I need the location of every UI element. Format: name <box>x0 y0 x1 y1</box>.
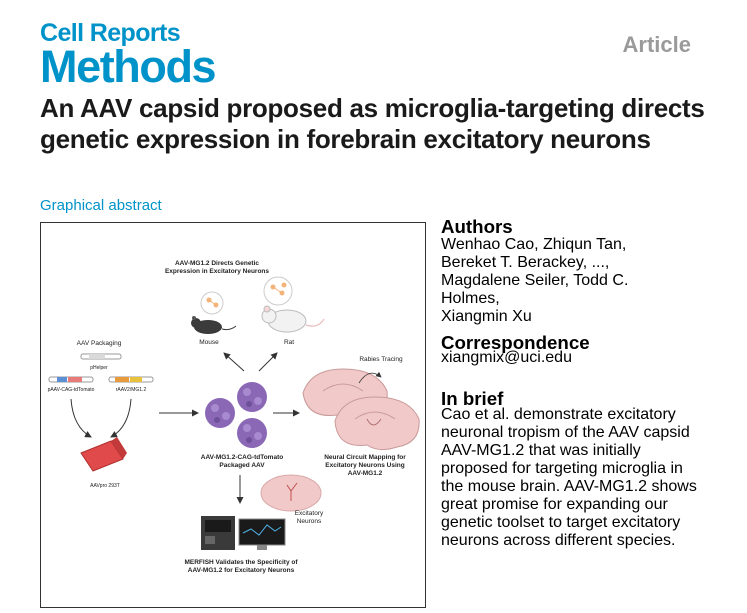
rabies-tracing-label: Rabies Tracing <box>359 356 403 363</box>
packaged-aav-label-line1: AAV-MG1.2-CAG-tdTomato <box>201 454 283 461</box>
paper-title: An AAV capsid proposed as microglia-targ… <box>40 93 705 154</box>
in-brief-text: Cao et al. demonstrate excitatory neuron… <box>441 406 697 549</box>
article-type-label: Article <box>622 32 691 57</box>
directs-caption-line2: Expression in Excitatory Neurons <box>165 268 269 275</box>
virus-icon <box>237 418 267 448</box>
rat-icon <box>261 305 325 333</box>
aav-packaging-label: AAV Packaging <box>77 340 122 347</box>
packaged-aav-label-line2: Packaged AAV <box>219 462 265 469</box>
authors-list: Wenhao Cao, Zhiqun Tan, Bereket T. Berac… <box>441 236 656 326</box>
correspondence-heading: Correspondence <box>441 331 590 353</box>
cells-label: AAVpro 293T <box>90 483 120 489</box>
flask-icon <box>80 437 127 472</box>
authors-heading: Authors <box>441 215 513 237</box>
plasmid-icon <box>80 353 122 360</box>
graphical-abstract-diagram: AAV-MG1.2 Directs Genetic Expression in … <box>48 260 420 574</box>
brain-icon <box>334 396 420 451</box>
journal-name-top: Cell Reports <box>40 19 181 47</box>
journal-logo: Cell Reports Methods <box>40 19 217 92</box>
plasmid-icon <box>108 376 154 383</box>
graphical-abstract-figure: AAV-MG1.2 Directs Genetic Expression in … <box>40 222 426 608</box>
mouse-label: Mouse <box>199 339 219 346</box>
excitatory-neuron-bubble-icon <box>260 474 322 512</box>
merfish-label-line1: MERFISH Validates the Specificity of <box>184 559 298 566</box>
excitatory-neurons-label-line2: Neurons <box>297 518 322 525</box>
journal-name-bottom: Methods <box>40 41 217 92</box>
authors-line1: Wenhao Cao, Zhiqun Tan, <box>441 236 627 253</box>
paav-label: pAAV-CAG-tdTomato <box>48 387 95 393</box>
virus-icon <box>205 398 235 428</box>
correspondence-email[interactable]: xiangmix@uci.edu <box>441 349 572 366</box>
merfish-instrument-icon <box>201 516 286 550</box>
excitatory-neurons-label-line1: Excitatory <box>295 510 324 517</box>
circuit-mapping-label-line1: Neural Circuit Mapping for <box>324 454 406 461</box>
authors-line2: Bereket T. Berackey, ..., <box>441 254 610 271</box>
authors-line3: Magdalene Seiler, Todd C. Holmes, <box>441 272 629 307</box>
plasmid-icon <box>48 376 94 383</box>
circuit-mapping-label-line3: AAV-MG1.2 <box>348 470 383 477</box>
rat-neuron-bubble-icon <box>263 276 293 306</box>
phelper-label: pHelper <box>90 365 108 371</box>
mouse-icon <box>191 316 237 334</box>
rcap-label: rAAV2/MG1.2 <box>116 387 147 393</box>
merfish-label-line2: AAV-MG1.2 for Excitatory Neurons <box>188 567 295 574</box>
rat-label: Rat <box>284 339 294 346</box>
mouse-neuron-bubble-icon <box>200 291 224 315</box>
in-brief-heading: In brief <box>441 387 504 409</box>
directs-caption-line1: AAV-MG1.2 Directs Genetic <box>175 260 259 267</box>
authors-line4: Xiangmin Xu <box>441 308 532 325</box>
circuit-mapping-label-line2: Excitatory Neurons Using <box>325 462 404 469</box>
graphical-abstract-heading: Graphical abstract <box>40 197 162 214</box>
virus-icon <box>237 382 267 412</box>
